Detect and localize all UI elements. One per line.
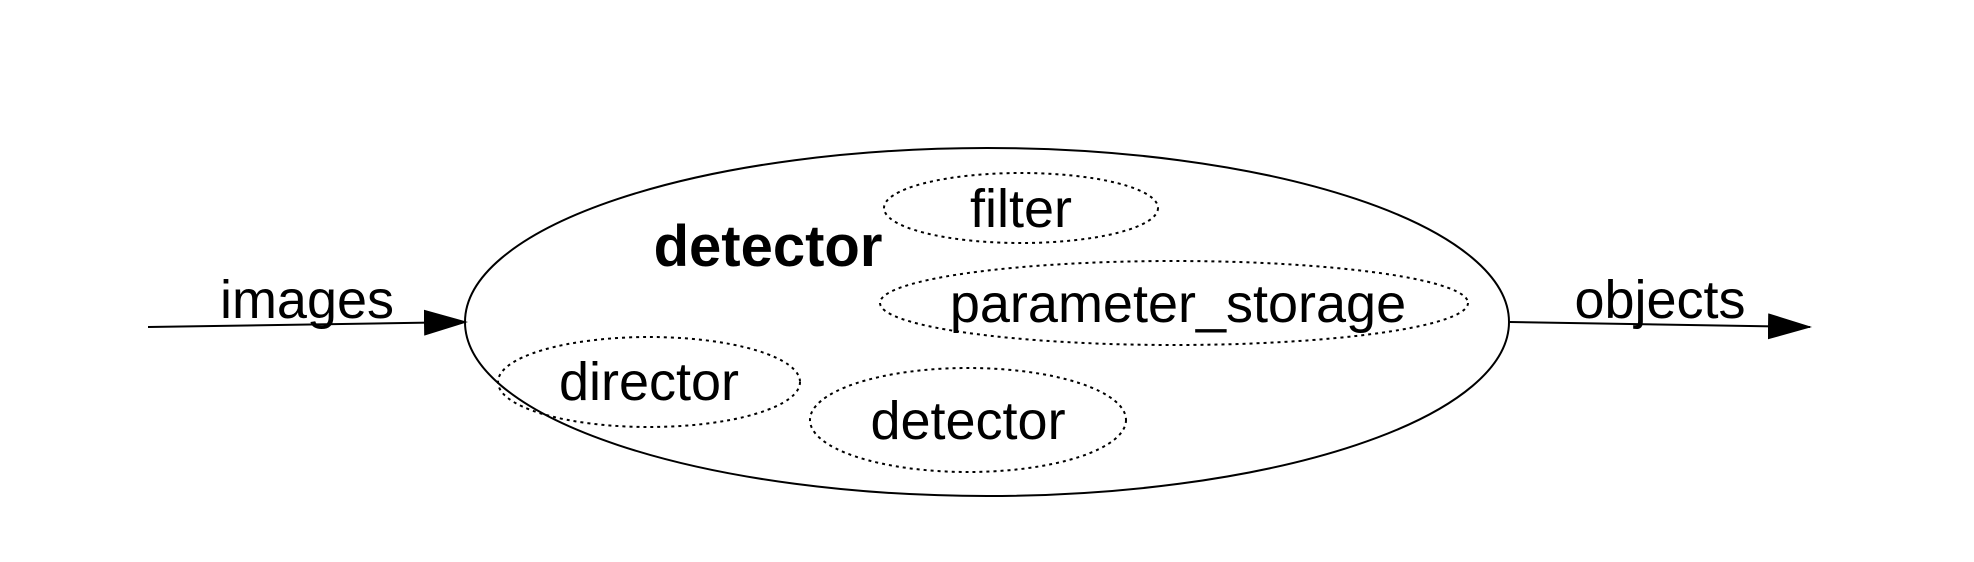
component-parameter-storage: parameter_storage [879,260,1469,346]
component-ellipse [879,260,1469,346]
component-director: director [497,336,801,428]
component-ellipse [883,172,1159,244]
component-label: detector [870,391,1065,451]
component-filter: filter [883,172,1159,244]
component-label: filter [970,179,1072,239]
output-label: objects [1574,270,1745,330]
component-ellipse [497,336,801,428]
component-label: director [559,352,739,412]
input-arrow [147,309,468,336]
output-arrow [1509,313,1812,340]
container-title: detector [654,214,883,279]
component-ellipse [809,367,1127,473]
component-label: parameter_storage [950,274,1406,334]
input-label: images [220,270,394,330]
detector-container-ellipse [464,147,1510,497]
component-detector: detector [809,367,1127,473]
